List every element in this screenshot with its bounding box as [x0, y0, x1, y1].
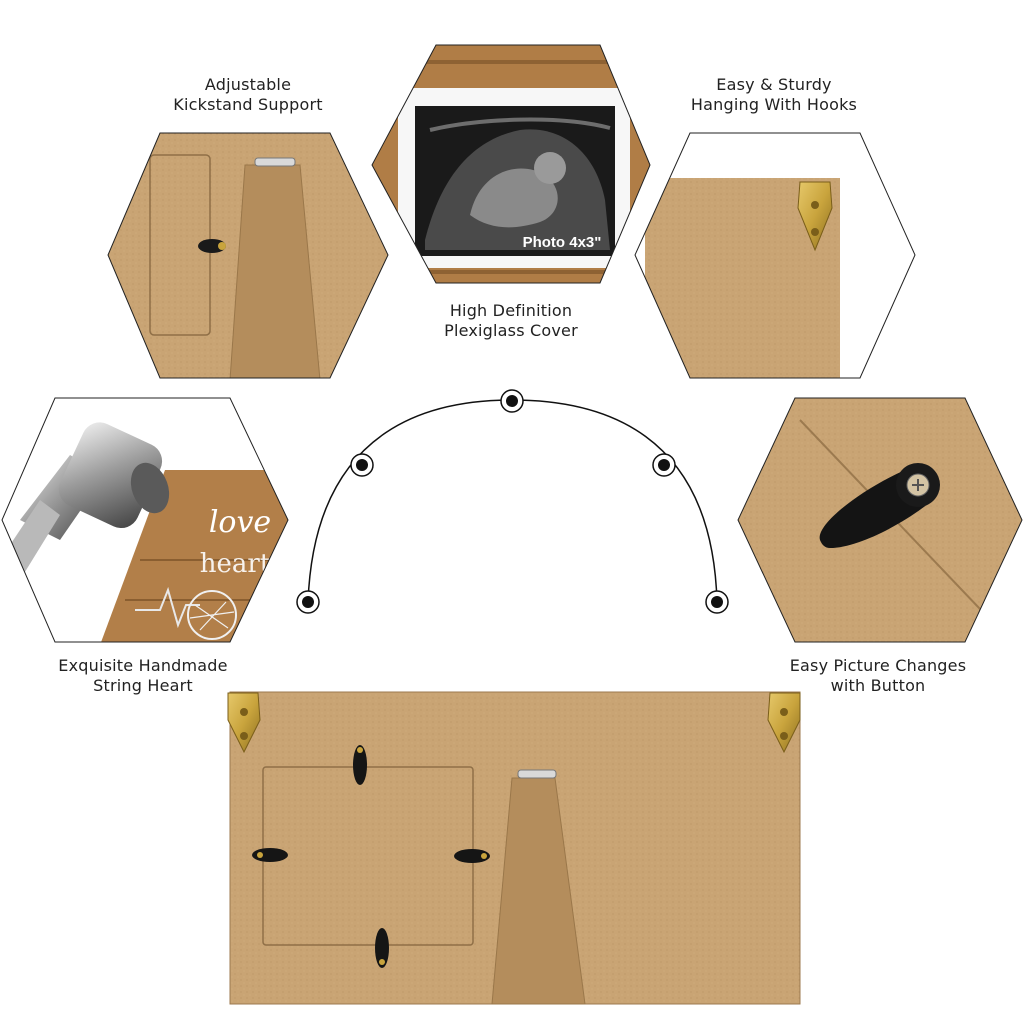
photo-size-label: Photo 4x3": [523, 234, 602, 251]
caption-plexiglass-line2: Plexiglass Cover: [444, 321, 578, 340]
caption-kickstand: Adjustable Kickstand Support: [148, 75, 348, 115]
turn-button-bottom: [375, 928, 389, 968]
caption-hanging-line1: Easy & Sturdy: [716, 75, 832, 94]
caption-hanging-line2: Hanging With Hooks: [690, 95, 858, 114]
turn-button-right: [454, 849, 490, 863]
caption-string-heart: Exquisite Handmade String Heart: [38, 656, 248, 696]
caption-button-line1: Easy Picture Changes: [789, 656, 967, 675]
hook-left: [227, 692, 261, 754]
arc-dot-top: [500, 389, 524, 413]
plexiglass-hexagon-image: Photo 4x3": [371, 44, 651, 284]
caption-kickstand-line2: Kickstand Support: [173, 95, 323, 114]
caption-button: Easy Picture Changes with Button: [768, 656, 988, 696]
hanging-hooks-hexagon-image: [634, 132, 916, 379]
arc-dot-upper-right: [652, 453, 676, 477]
string-heart-hexagon-image: love heart: [1, 397, 289, 643]
arc-dot-right: [705, 590, 729, 614]
caption-kickstand-line1: Adjustable: [204, 75, 292, 94]
frame-word-love: love: [209, 505, 271, 540]
frame-back-image: [227, 691, 801, 1005]
caption-string-heart-line2: String Heart: [93, 676, 193, 695]
hook-right: [767, 692, 801, 754]
kickstand-hexagon-image: [107, 132, 389, 379]
caption-plexiglass-line1: High Definition: [449, 301, 573, 320]
arc-dot-left: [296, 590, 320, 614]
caption-button-line2: with Button: [830, 676, 926, 695]
caption-hanging: Easy & Sturdy Hanging With Hooks: [664, 75, 884, 115]
caption-plexiglass: High Definition Plexiglass Cover: [411, 301, 611, 341]
caption-string-heart-line1: Exquisite Handmade: [58, 656, 228, 675]
turn-button-left: [252, 848, 288, 862]
button-hexagon-image: [737, 397, 1023, 643]
arc-dot-upper-left: [350, 453, 374, 477]
turn-button-top: [353, 745, 367, 785]
frame-word-heart: heart: [200, 549, 271, 579]
center-arc-diagram: [296, 389, 729, 614]
